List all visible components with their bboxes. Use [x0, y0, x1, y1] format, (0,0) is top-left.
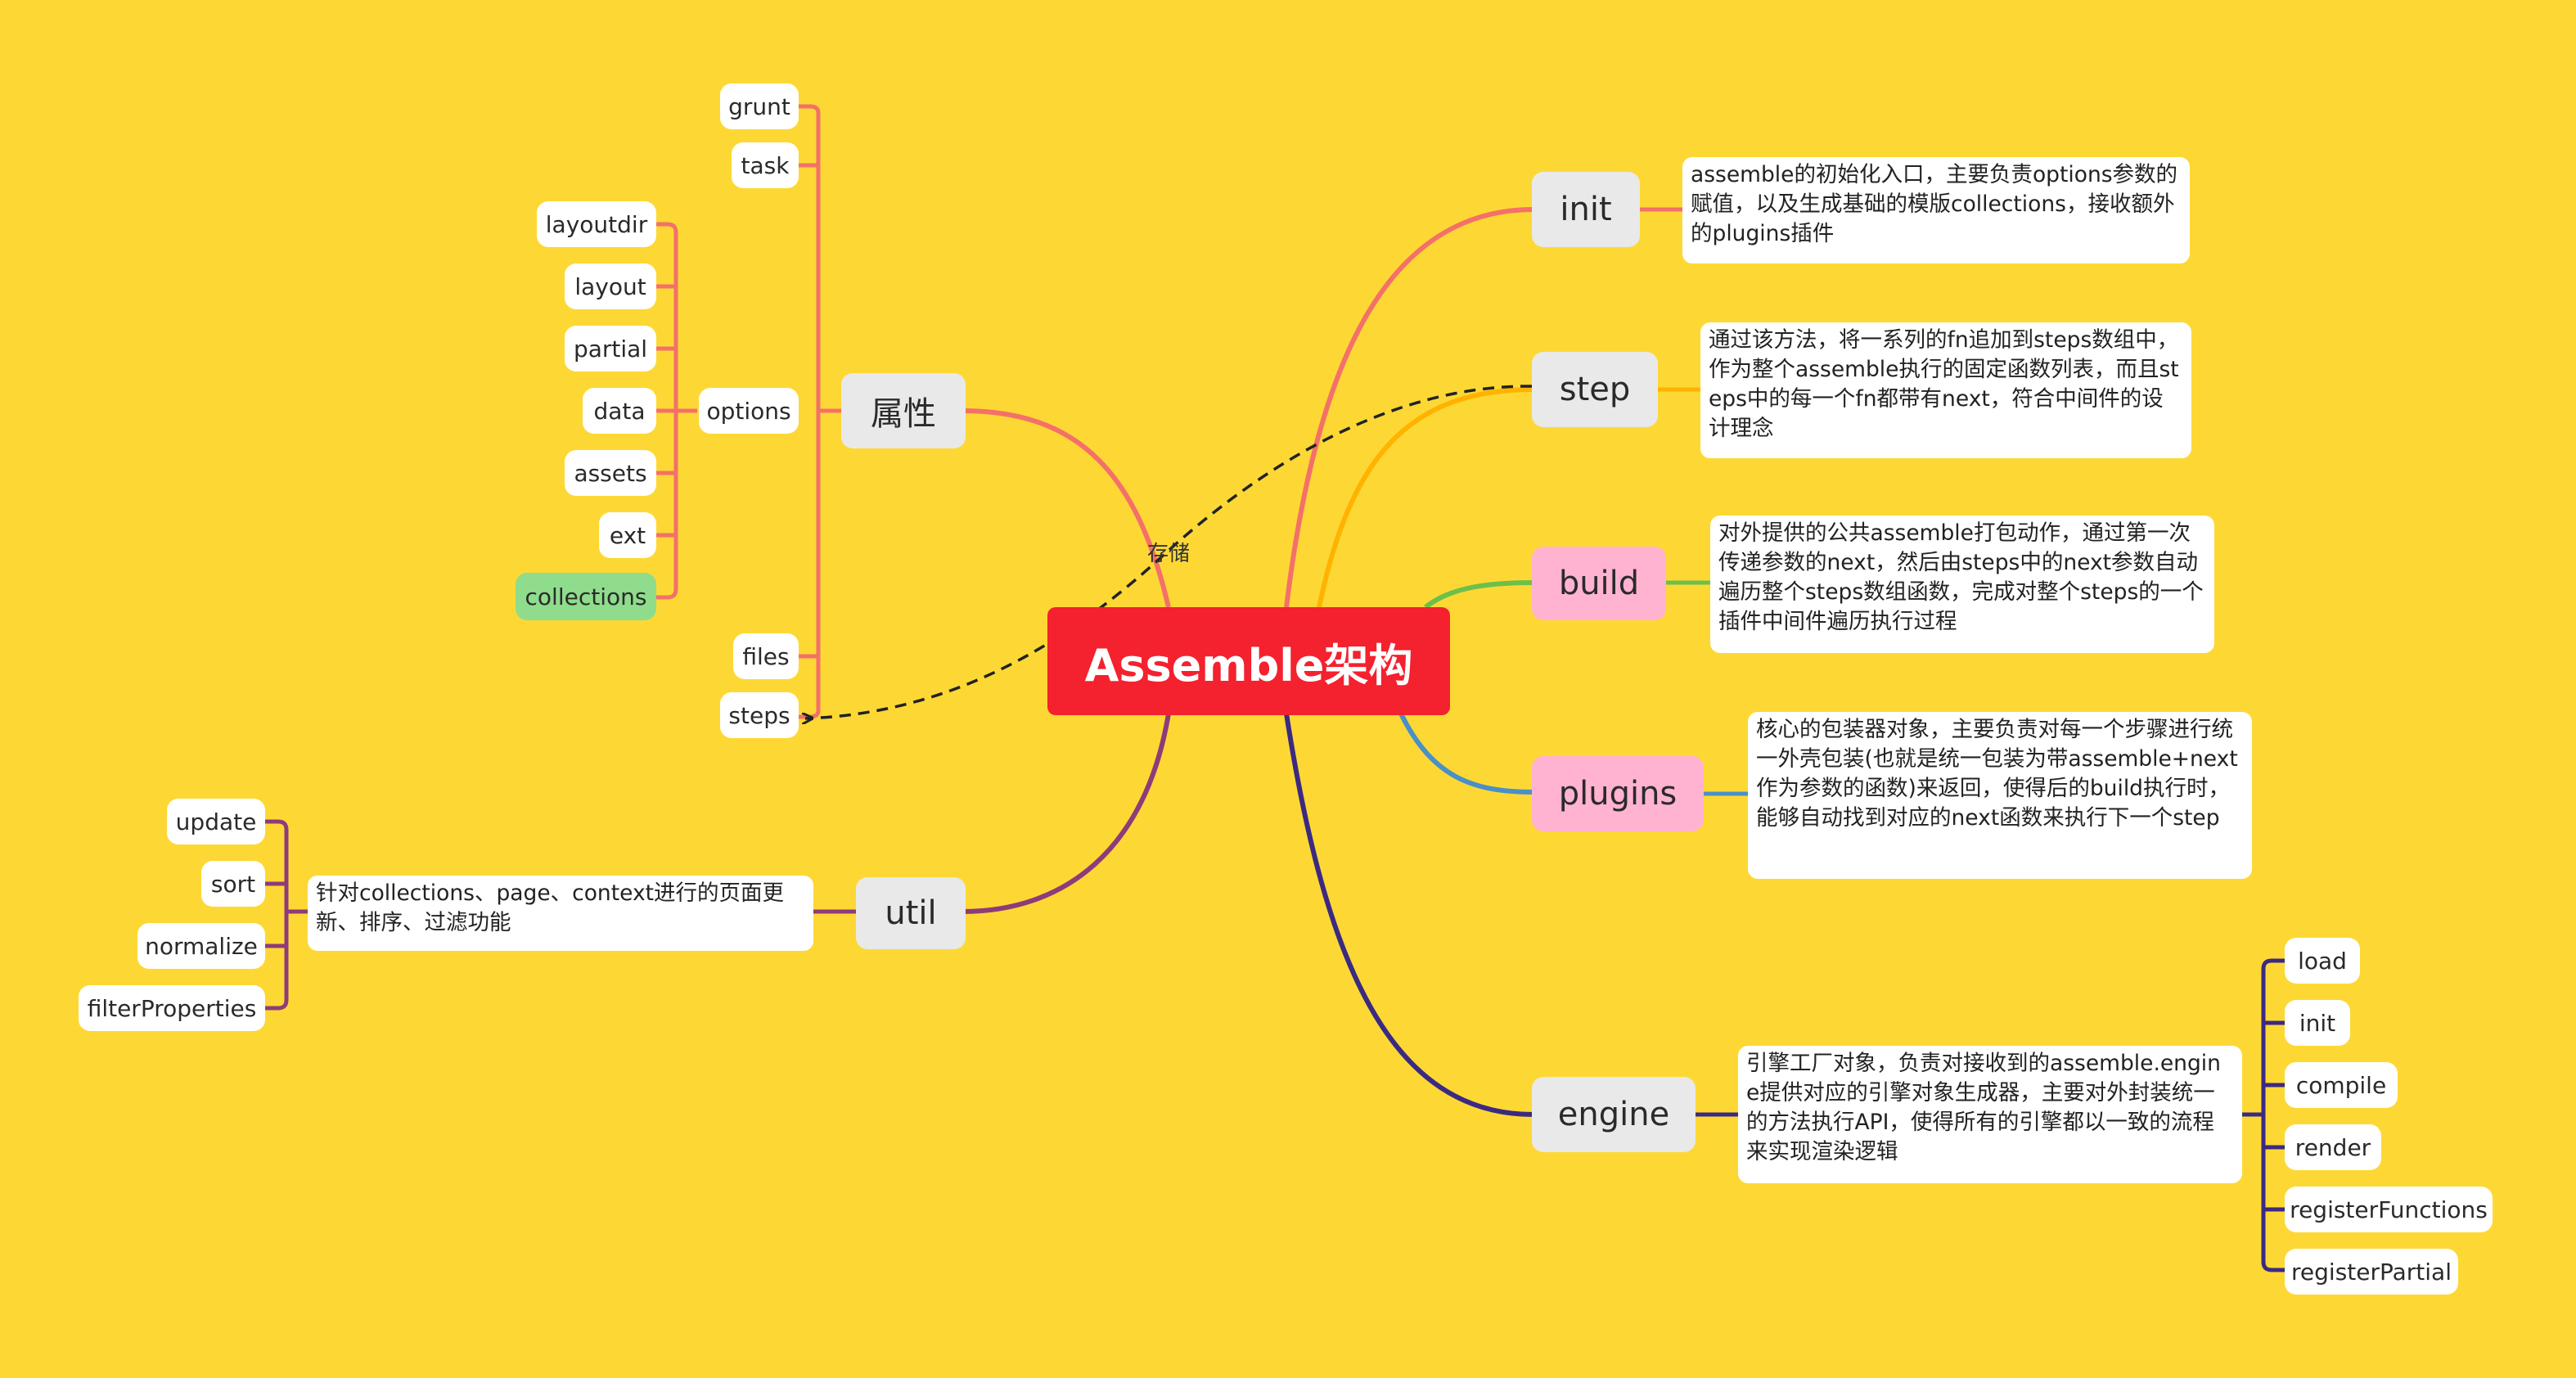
link-util-bracket [265, 819, 289, 1011]
engine-registerfunctions[interactable]: registerFunctions [2285, 1187, 2493, 1232]
branch-attributes[interactable]: 属性 [841, 373, 966, 448]
util-update[interactable]: update [167, 799, 265, 844]
util-sort[interactable]: sort [201, 861, 265, 907]
link-root-plugins [1398, 712, 1534, 795]
attr-files[interactable]: files [733, 633, 799, 679]
branch-build[interactable]: build [1532, 547, 1666, 620]
init-description: assemble的初始化入口，主要负责options参数的赋值，以及生成基础的模… [1682, 157, 2190, 263]
util-filterproperties[interactable]: filterProperties [79, 985, 265, 1031]
branch-plugins[interactable]: plugins [1532, 756, 1704, 831]
engine-description: 引擎工厂对象，负责对接收到的assemble.engine提供对应的引擎对象生成… [1738, 1046, 2242, 1183]
link-root-attributes [961, 408, 1171, 608]
branch-util[interactable]: util [856, 877, 966, 949]
engine-registerpartial[interactable]: registerPartial [2285, 1249, 2458, 1295]
branch-engine[interactable]: engine [1532, 1077, 1696, 1152]
option-layout[interactable]: layout [565, 263, 656, 309]
engine-init[interactable]: init [2285, 1000, 2350, 1046]
root-node[interactable]: Assemble架构 [1047, 607, 1450, 715]
option-partial[interactable]: partial [565, 326, 656, 372]
util-normalize[interactable]: normalize [137, 923, 265, 969]
attr-options[interactable]: options [699, 388, 799, 434]
plugins-description: 核心的包装器对象，主要负责对每一个步骤进行统一外壳包装(也就是统一包装为带ass… [1748, 712, 2252, 879]
step-description: 通过该方法，将一系列的fn追加到steps数组中，作为整个assemble执行的… [1700, 322, 2191, 458]
edge-label-store: 存储 [1147, 542, 1191, 566]
link-root-step [1317, 387, 1534, 608]
attr-task[interactable]: task [732, 142, 799, 188]
engine-compile[interactable]: compile [2285, 1062, 2398, 1108]
branch-init[interactable]: init [1532, 172, 1640, 247]
util-description: 针对collections、page、context进行的页面更新、排序、过滤功… [308, 876, 813, 951]
link-root-engine [1284, 713, 1534, 1117]
option-assets[interactable]: assets [565, 450, 656, 496]
link-root-util [961, 713, 1171, 914]
option-data[interactable]: data [583, 388, 656, 434]
branch-step[interactable]: step [1532, 352, 1658, 427]
attr-steps[interactable]: steps [720, 692, 799, 738]
engine-load[interactable]: load [2285, 938, 2360, 984]
option-layoutdir[interactable]: layoutdir [537, 201, 656, 247]
link-options-bracket [655, 222, 678, 600]
build-description: 对外提供的公共assemble打包动作，通过第一次传递参数的next，然后由st… [1710, 516, 2214, 653]
option-collections[interactable]: collections [516, 573, 656, 620]
link-root-init [1284, 207, 1534, 608]
engine-render[interactable]: render [2285, 1124, 2381, 1170]
link-step-to-steps-dashed [805, 385, 1533, 718]
option-ext[interactable]: ext [599, 512, 656, 558]
link-engine-bracket [2261, 958, 2285, 1272]
attr-grunt[interactable]: grunt [720, 83, 799, 129]
link-root-build [1424, 580, 1534, 610]
